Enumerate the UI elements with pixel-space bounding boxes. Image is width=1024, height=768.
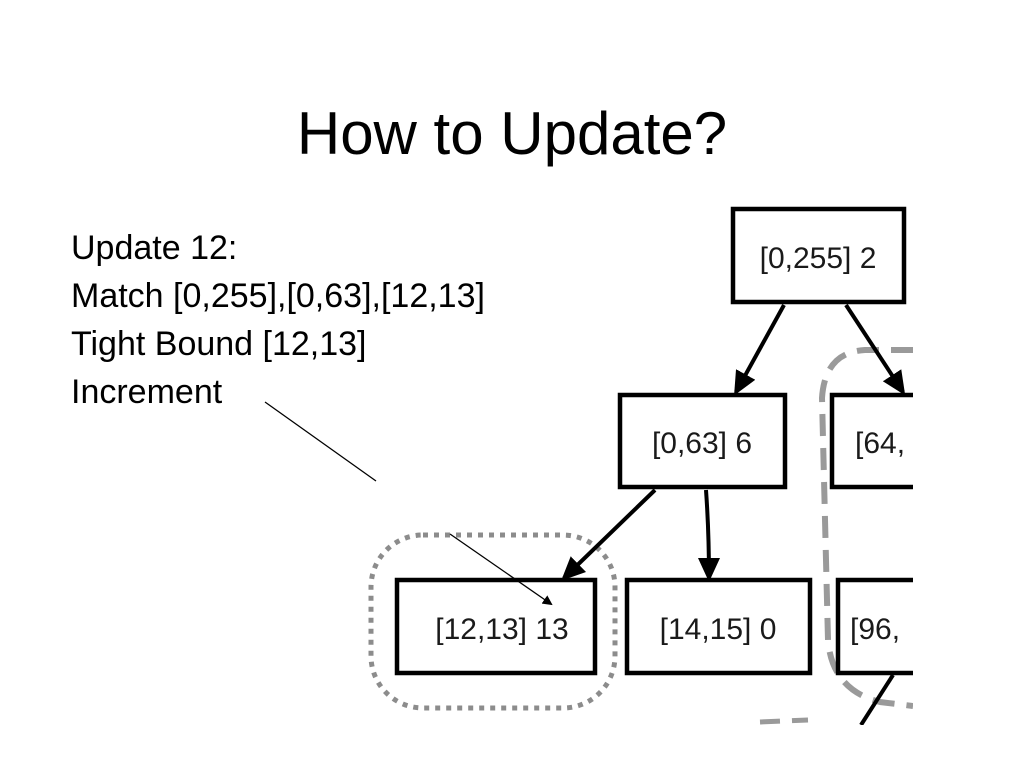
edge-root-to-64 — [844, 303, 906, 396]
edge-96-to-child — [859, 673, 895, 725]
tree-node-14-15-label: [14,15] 0 — [660, 613, 777, 646]
tree-node-0-63: [0,63] 6 — [617, 392, 788, 490]
note-line-match: Match [0,255],[0,63],[12,13] — [71, 277, 485, 315]
tree-node-12-13-label: [12,13] 13 — [435, 613, 568, 646]
note-line-increment: Increment — [71, 373, 223, 411]
tree-node-96-label: [96, — [850, 613, 900, 646]
edge-root-to-0-63 — [734, 304, 786, 396]
slide-title: How to Update? — [296, 100, 728, 167]
matched-node-dotted-outline — [368, 532, 618, 711]
tree-node-0-63-label: [0,63] 6 — [652, 427, 752, 460]
edge-0-63-to-14-15 — [697, 489, 720, 582]
note-line-update: Update 12: — [71, 229, 238, 267]
note-line-tight-bound: Tight Bound [12,13] — [71, 325, 367, 363]
tree-node-12-13: [12,13] 13 — [394, 577, 598, 676]
update-notes: Update 12: Match [0,255],[0,63],[12,13] … — [71, 224, 485, 416]
tree-node-14-15: [14,15] 0 — [624, 577, 813, 676]
tree-node-64-label: [64, — [855, 427, 905, 460]
edge-0-63-to-12-13 — [561, 488, 657, 581]
increment-callout-arrow — [449, 533, 553, 606]
tree-node-root: [0,255] 2 — [730, 206, 907, 305]
tree-node-96: [96, — [835, 577, 913, 676]
tree-node-64: [64, — [829, 392, 913, 490]
bottom-dashed-fragment — [759, 717, 809, 725]
right-subtree-dashed-outline — [818, 347, 913, 709]
tree-node-root-label: [0,255] 2 — [760, 242, 877, 275]
increment-callout-line-upper — [264, 401, 377, 482]
